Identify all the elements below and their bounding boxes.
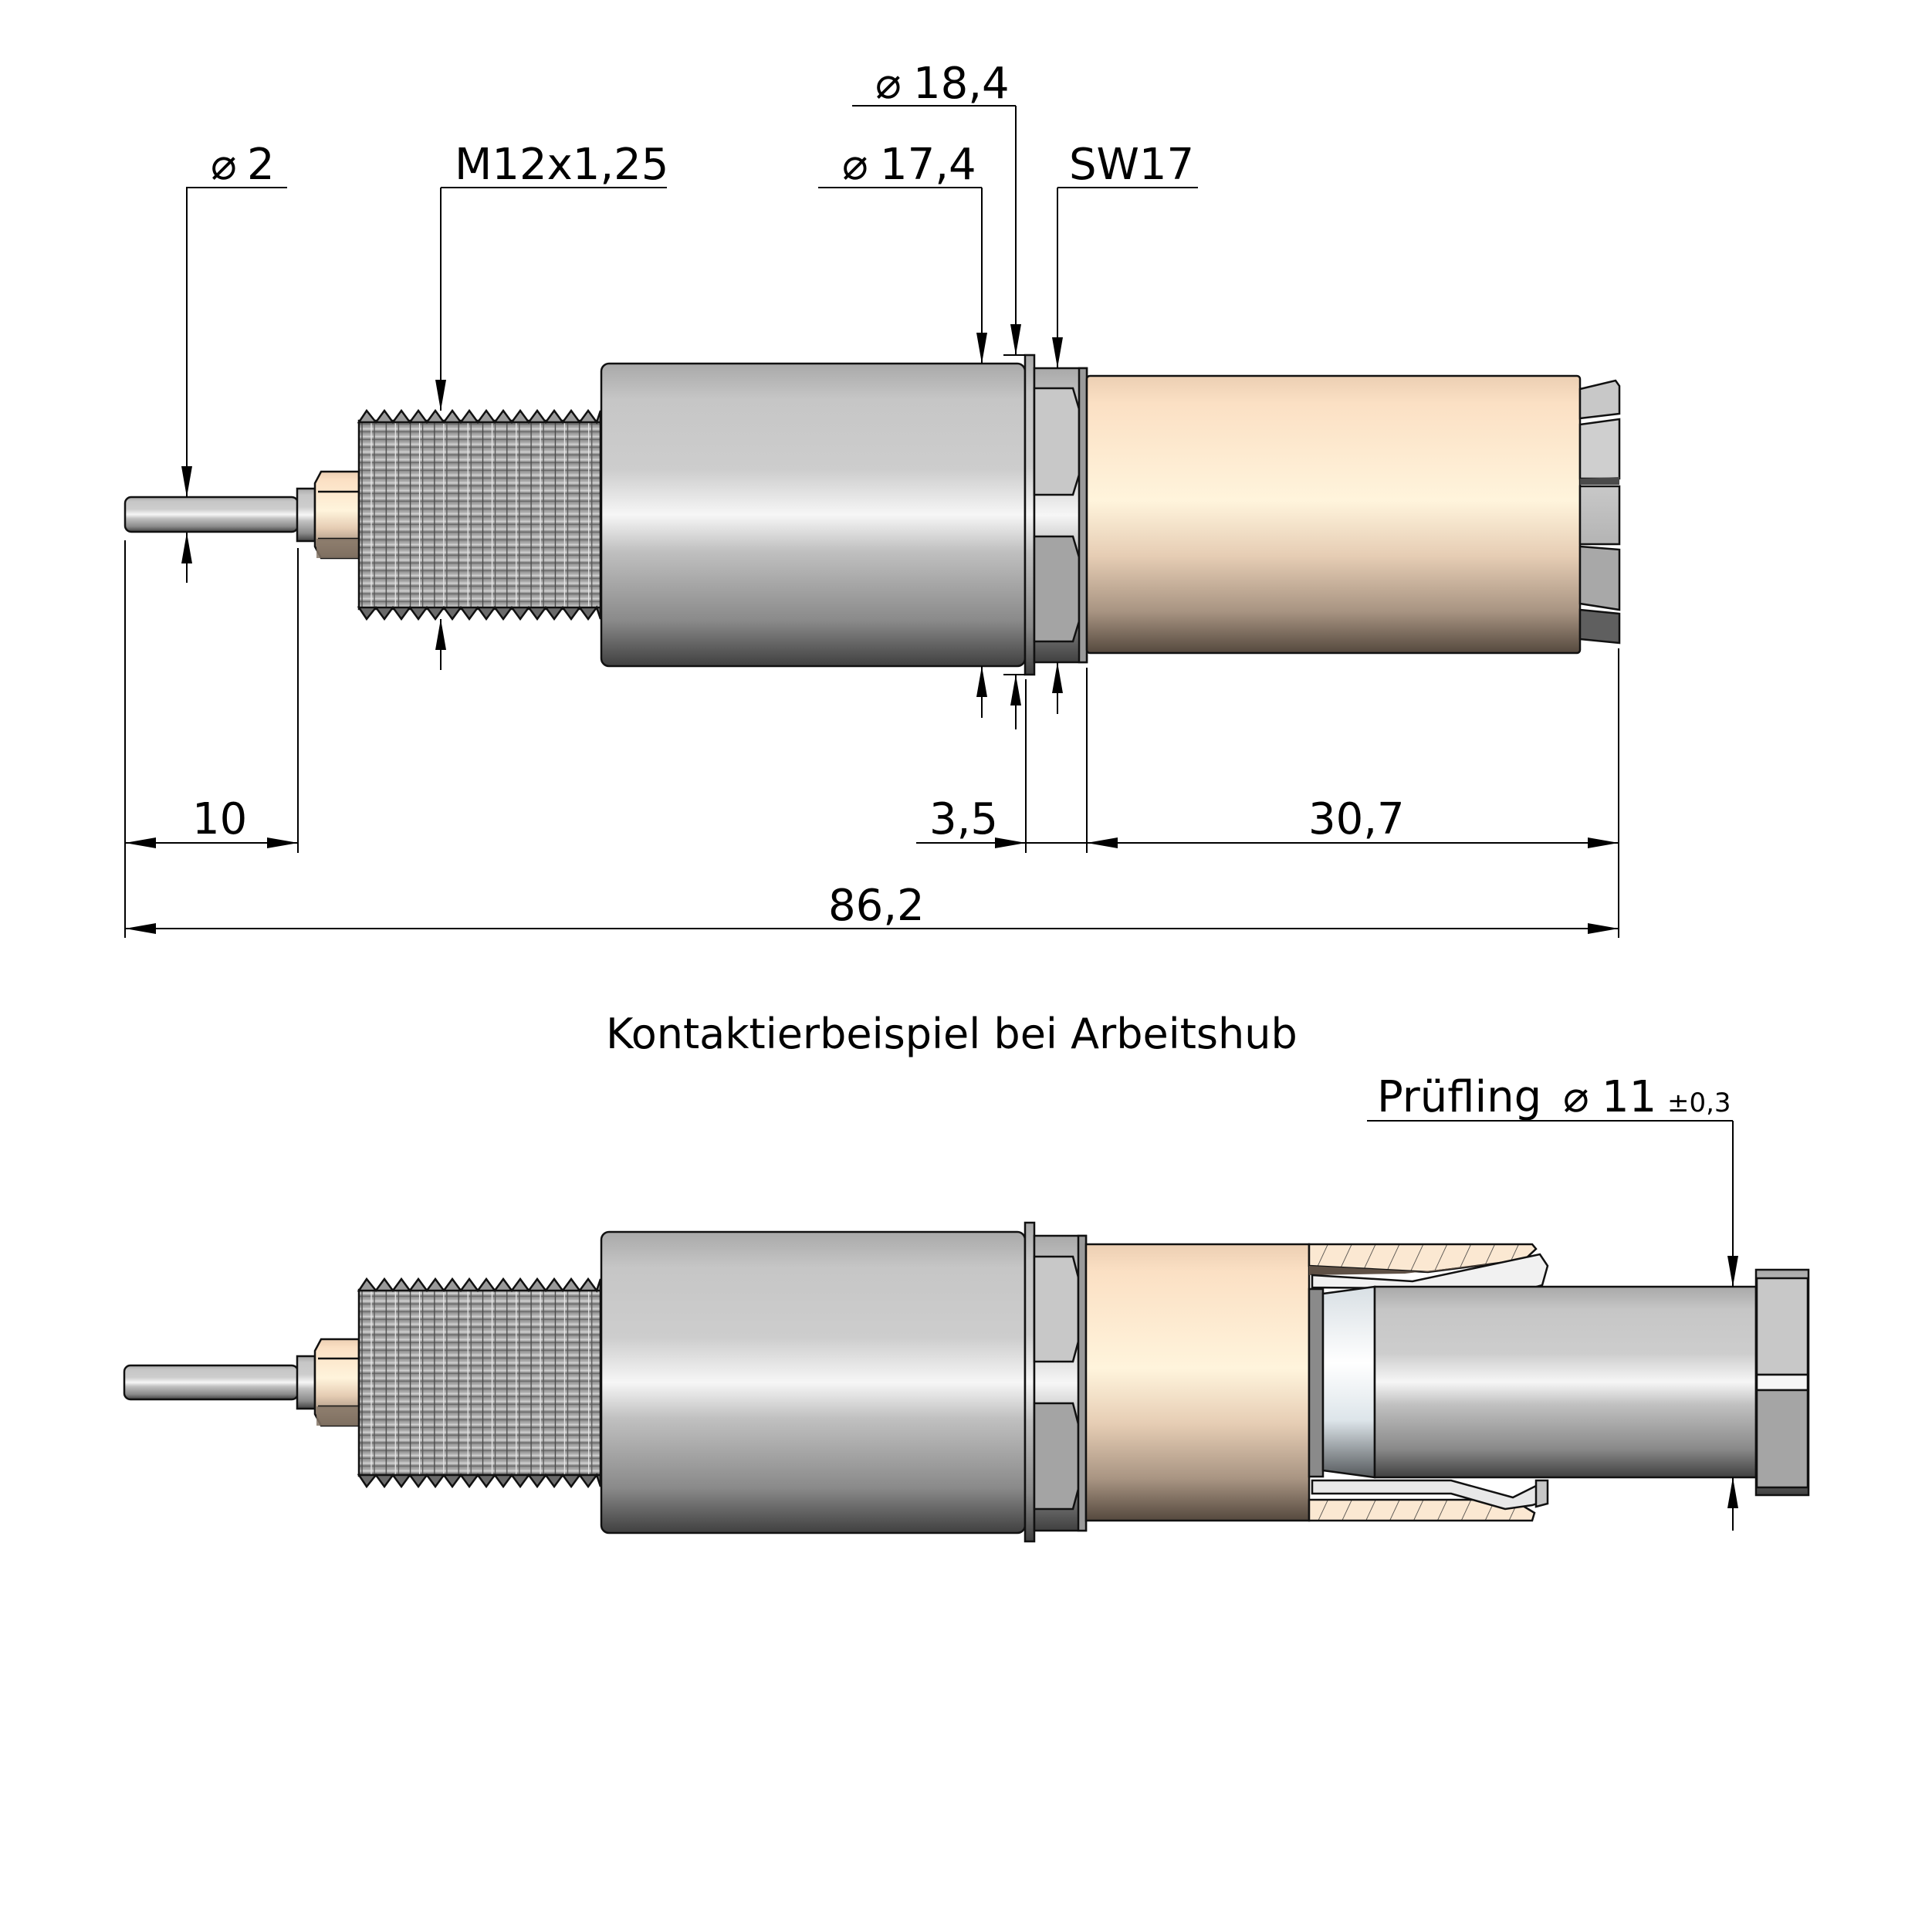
dim-pin-diameter: ⌀ 2	[181, 140, 287, 583]
hex-sw17	[1033, 1234, 1088, 1532]
wrench-size-label: SW17	[1069, 140, 1194, 190]
thread-m12	[357, 408, 602, 621]
pin-shoulder	[296, 1355, 316, 1410]
test-part-diameter-symbol: ⌀	[1563, 1072, 1589, 1122]
brass-sleeve	[1085, 374, 1582, 655]
dim-pin-length: 10	[125, 794, 298, 848]
thread-label: M12x1,25	[455, 140, 668, 190]
sleeve-length-value: 30,7	[1308, 794, 1405, 844]
test-part	[1373, 1268, 1810, 1497]
dim-test-part-diameter: Prüfling ⌀ 11 ±0,3	[1367, 1072, 1738, 1531]
pin-length-value: 10	[192, 794, 247, 844]
flange-to-hex-value: 3,5	[929, 794, 998, 844]
housing-body	[600, 362, 1027, 668]
housing-body	[600, 1230, 1027, 1534]
extension-lines	[124, 540, 1619, 938]
dim-wrench-size: SW17	[1052, 140, 1198, 714]
hex-sw17	[1033, 367, 1088, 664]
pin-shoulder	[296, 487, 316, 543]
flange-diameter-value: 18,4	[913, 59, 1010, 109]
contact-pin	[123, 1364, 299, 1401]
test-part-label: Prüfling	[1377, 1072, 1541, 1122]
top-view: ⌀ 2 M12x1,25 ⌀ 17,4 ⌀ 18,4	[123, 59, 1621, 938]
flange	[1024, 1221, 1036, 1543]
thread-m12	[357, 1277, 602, 1489]
pin-diameter-symbol: ⌀	[211, 140, 237, 190]
section-caption: Kontaktierbeispiel bei Arbeitshub	[606, 1010, 1298, 1058]
brass-nut	[313, 1338, 360, 1427]
bottom-view: Prüfling ⌀ 11 ±0,3	[123, 1072, 1810, 1543]
body-diameter-symbol: ⌀	[842, 140, 868, 190]
test-part-tolerance: ±0,3	[1667, 1088, 1731, 1118]
pin-diameter-value: 2	[247, 140, 275, 190]
flange-diameter-symbol: ⌀	[875, 59, 902, 109]
flange	[1024, 354, 1036, 676]
contact-pin	[123, 496, 299, 533]
collet-fingers	[1578, 379, 1621, 645]
dim-body-diameter: ⌀ 17,4	[818, 140, 987, 718]
dim-flange-to-hex: 3,5	[916, 794, 1087, 848]
dim-sleeve-length: 30,7	[1087, 794, 1619, 848]
overall-length-value: 86,2	[828, 881, 925, 931]
dim-thread: M12x1,25	[435, 140, 668, 670]
brass-sleeve	[1084, 1243, 1311, 1522]
brass-nut	[313, 470, 360, 560]
test-part-diameter-value: 11	[1602, 1072, 1656, 1122]
body-diameter-value: 17,4	[880, 140, 976, 190]
dim-flange-diameter: ⌀ 18,4	[852, 59, 1025, 729]
dim-overall-length: 86,2	[125, 881, 1619, 934]
